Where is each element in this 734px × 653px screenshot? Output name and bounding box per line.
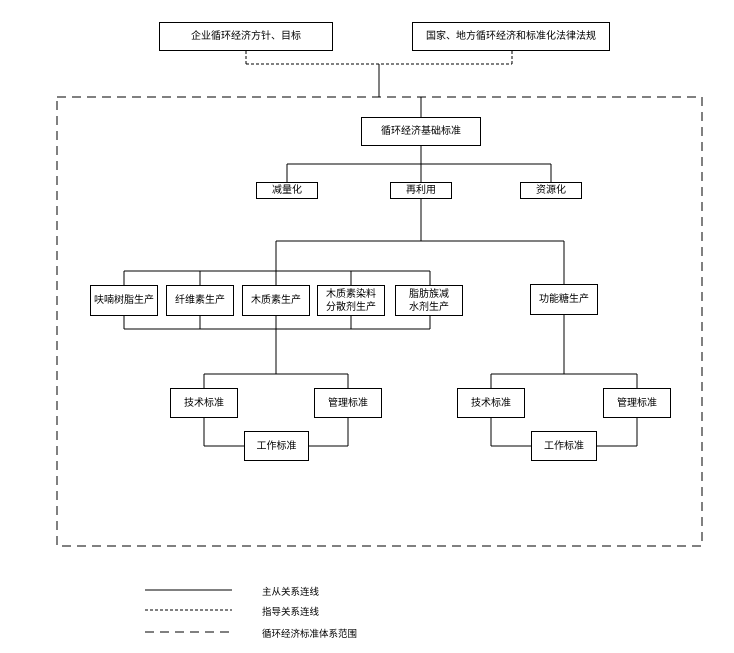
principle-reduce-box: 减量化 [256, 182, 318, 199]
legend-dashed-label: 循环经济标准体系范围 [262, 629, 358, 640]
principle-recycle-box: 资源化 [520, 182, 582, 199]
legend-dotted-label: 指导关系连线 [262, 607, 320, 618]
left-management-standard-box: 管理标准 [314, 388, 382, 418]
product-functional-sugar-box: 功能糖生产 [530, 284, 598, 315]
legend-solid-label: 主从关系连线 [262, 587, 320, 598]
root-standard-box: 循环经济基础标准 [361, 117, 481, 146]
right-work-standard-box: 工作标准 [531, 431, 597, 461]
principle-reuse-box: 再利用 [390, 182, 452, 199]
product-lignin-box: 木质素生产 [242, 285, 310, 316]
guidance-connectors [245, 51, 513, 65]
corporate-policy-box: 企业循环经济方针、目标 [159, 22, 333, 51]
product-aliphatic-water-reducer-box: 脂肪族减 水剂生产 [395, 285, 463, 316]
left-work-standard-box: 工作标准 [244, 431, 309, 461]
hierarchy-connectors [123, 64, 638, 447]
product-furan-resin-box: 呋喃树脂生产 [90, 285, 158, 316]
laws-box: 国家、地方循环经济和标准化法律法规 [412, 22, 610, 51]
product-lignin-dye-dispersant-box: 木质素染料 分散剂生产 [317, 285, 385, 316]
product-cellulose-box: 纤维素生产 [166, 285, 234, 316]
right-management-standard-box: 管理标准 [603, 388, 671, 418]
right-technical-standard-box: 技术标准 [457, 388, 525, 418]
left-technical-standard-box: 技术标准 [170, 388, 238, 418]
